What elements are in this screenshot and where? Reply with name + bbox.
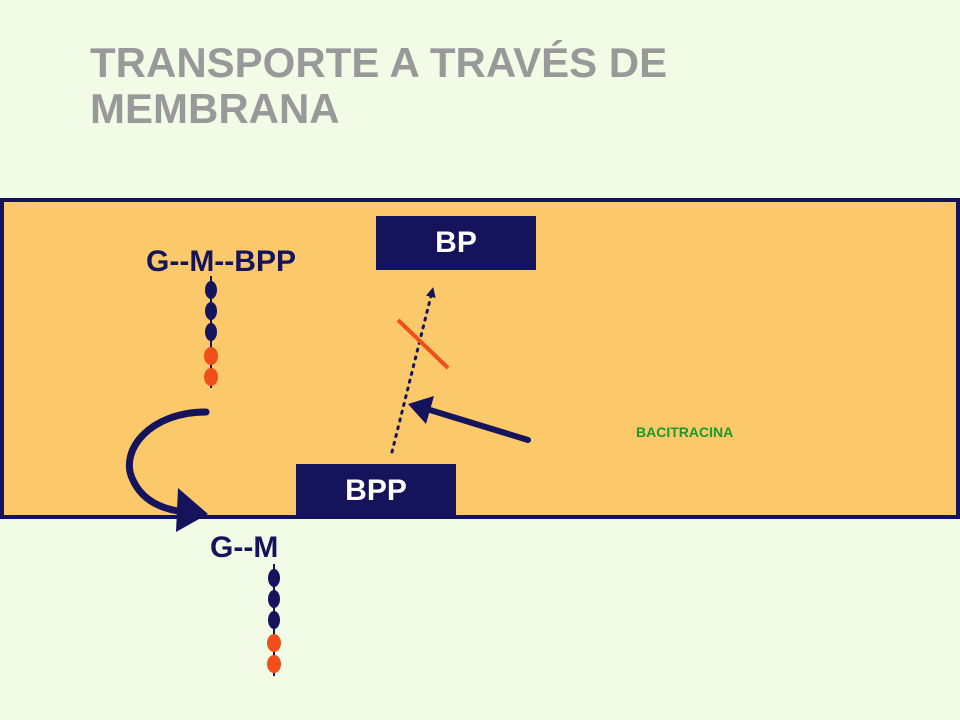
chain-bead-blue [268,569,280,587]
dotted-arrow [390,287,436,454]
chain-bead-blue [205,281,217,299]
chain-bead-blue [205,323,217,341]
chain-bead-red [267,655,281,673]
label-bacitracina: BACITRACINA [636,424,734,440]
label-g-m-bpp: G--M--BPP [146,245,296,278]
slide-title: TRANSPORTE A TRAVÉS DE MEMBRANA [90,39,668,132]
curved-transfer-arrow [125,408,210,532]
chain-bead-blue [268,590,280,608]
bacitracina-arrow-shaft [427,407,531,443]
chain-bead-red [204,347,218,365]
dephosphorylation-path [390,287,436,454]
sugar-chain-top [204,276,218,388]
box-bp: BP [376,216,536,270]
chain-bead-blue [268,611,280,629]
chain-bead-red [204,368,218,386]
label-g-m: G--M [210,531,279,564]
curved-arrow-shaft [125,408,210,516]
curved-arrow-head [176,488,208,532]
chain-bead-red [267,634,281,652]
bacitracina-arrow-head [408,396,434,424]
box-bpp: BPP [296,464,456,518]
bacitracina-arrow [408,396,531,443]
sugar-chain-bottom [267,564,281,676]
inhibition-bar [396,318,450,370]
chain-bead-blue [205,302,217,320]
